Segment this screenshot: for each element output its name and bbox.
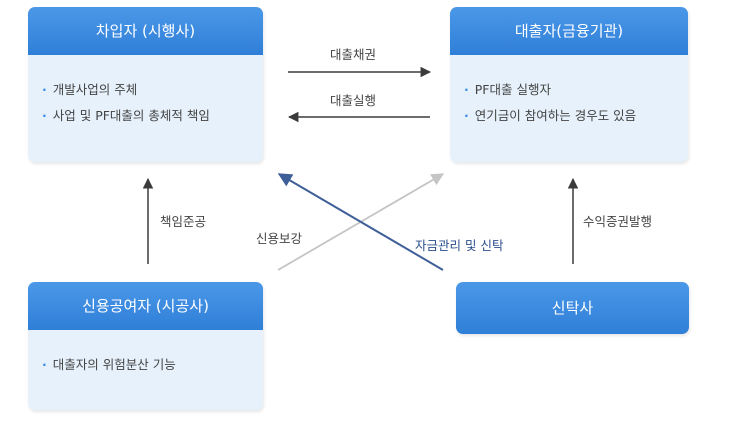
borrower-body: 개발사업의 주체 사업 및 PF대출의 총체적 책임 <box>28 55 263 162</box>
label-fund-management: 자금관리 및 신탁 <box>415 238 504 253</box>
lender-box: 대출자(금융기관) PF대출 실행자 연기금이 참여하는 경우도 있음 <box>450 7 688 162</box>
lender-item: 연기금이 참여하는 경우도 있음 <box>464 103 678 129</box>
borrower-box: 차입자 (시행사) 개발사업의 주체 사업 및 PF대출의 총체적 책임 <box>28 7 263 162</box>
guarantor-item: 대출자의 위험분산 기능 <box>42 352 253 378</box>
borrower-item: 사업 및 PF대출의 총체적 책임 <box>42 103 253 129</box>
lender-item: PF대출 실행자 <box>464 77 678 103</box>
guarantor-body: 대출자의 위험분산 기능 <box>28 330 263 410</box>
lender-title: 대출자(금융기관) <box>450 7 688 55</box>
guarantor-title: 신용공여자 (시공사) <box>28 282 263 330</box>
label-responsibility: 책임준공 <box>160 214 207 229</box>
label-beneficiary-cert: 수익증권발행 <box>583 214 653 229</box>
borrower-title: 차입자 (시행사) <box>28 7 263 55</box>
trust-title: 신탁사 <box>456 282 689 334</box>
trust-box: 신탁사 <box>456 282 689 334</box>
arrow-fund-management <box>277 173 444 271</box>
lender-body: PF대출 실행자 연기금이 참여하는 경우도 있음 <box>450 55 688 162</box>
label-credit-guarantee: 신용보강 <box>256 231 303 246</box>
label-loan-exec: 대출실행 <box>330 93 377 108</box>
label-loan-bond: 대출채권 <box>330 47 377 62</box>
borrower-item: 개발사업의 주체 <box>42 77 253 103</box>
guarantor-box: 신용공여자 (시공사) 대출자의 위험분산 기능 <box>28 282 263 410</box>
